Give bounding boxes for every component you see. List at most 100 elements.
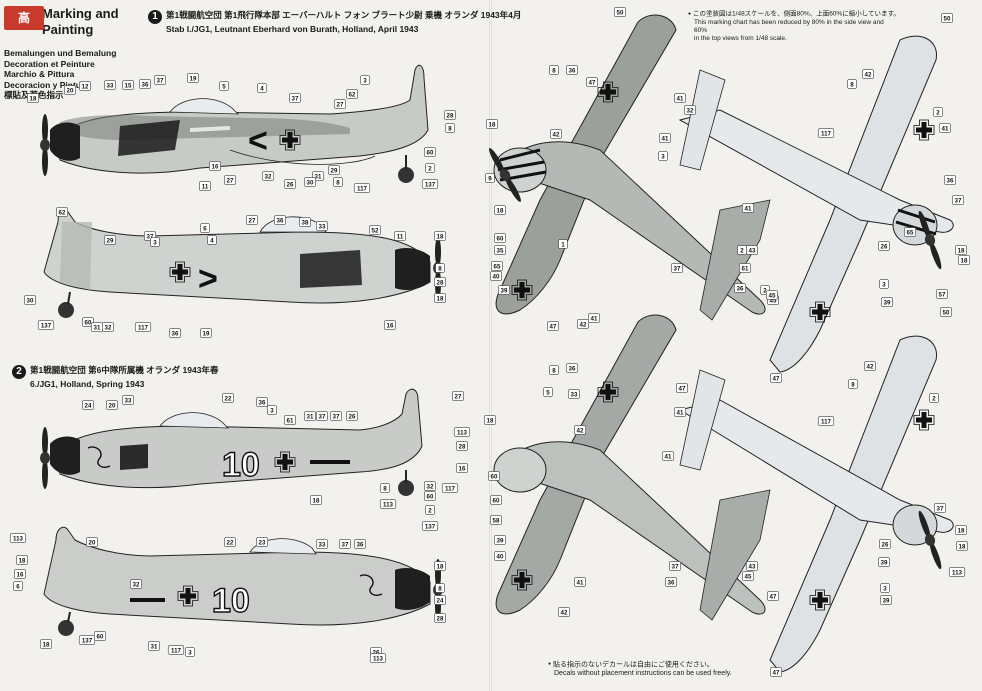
callout-label: 19 <box>190 75 197 82</box>
callout-label: 47 <box>679 385 686 392</box>
callout-a1-3: 33 <box>104 80 116 90</box>
callout-top2-13: 40 <box>494 551 506 561</box>
callout-label: 29 <box>107 237 114 244</box>
callout-top1-15: 39 <box>498 285 510 295</box>
callout-a2-14: 18 <box>434 293 446 303</box>
callout-label: 41 <box>665 453 672 460</box>
callout-label: 19 <box>203 330 210 337</box>
callout-b1-4: 36 <box>256 397 268 407</box>
callout-label: 26 <box>881 243 888 250</box>
callout-a1-23: 26 <box>284 179 296 189</box>
callout-label: 117 <box>171 647 182 654</box>
callout-a2-16: 137 <box>37 320 55 330</box>
callout-top1-5: 32 <box>684 105 696 115</box>
callout-under1-12: 3 <box>879 279 889 289</box>
callout-top2-20: 47 <box>767 591 779 601</box>
callout-under2-4: 2 <box>929 393 939 403</box>
callout-b1-10: 26 <box>346 411 358 421</box>
section-2-number: 2 <box>12 365 26 379</box>
callout-label: 41 <box>677 95 684 102</box>
callout-label: 8 <box>438 585 442 592</box>
callout-a2-5: 27 <box>246 215 258 225</box>
callout-under1-7: 26 <box>878 241 890 251</box>
callout-a2-12: 8 <box>435 263 445 273</box>
callout-top1-13: 35 <box>494 245 506 255</box>
callout-label: 62 <box>59 209 66 216</box>
callout-top2-7: 18 <box>484 415 496 425</box>
callout-a2-19: 32 <box>102 322 114 332</box>
callout-label: 2 <box>428 165 432 172</box>
callout-label: 27 <box>455 393 462 400</box>
callout-label: 29 <box>331 167 338 174</box>
side-view-1b: > <box>43 209 443 318</box>
marking-code-1a: < <box>248 122 268 160</box>
callout-a2-9: 52 <box>369 225 381 235</box>
callout-b2-12: 24 <box>434 595 446 605</box>
callout-label: 50 <box>943 309 950 316</box>
scale-note-jp: この塗装図は1/48スケールを、側面80%、上面60%に縮小しています。 <box>688 10 900 19</box>
callout-a1-13: 3 <box>360 75 370 85</box>
callout-top2-11: 58 <box>490 515 502 525</box>
side-view-1a: < <box>40 64 429 183</box>
callout-top1-4: 41 <box>674 93 686 103</box>
callout-label: 18 <box>489 121 496 128</box>
callout-label: 28 <box>459 443 466 450</box>
callout-b1-14: 16 <box>456 463 468 473</box>
callout-a2-13: 28 <box>434 277 446 287</box>
callout-a1-5: 36 <box>139 79 151 89</box>
callout-a1-14: 28 <box>444 110 456 120</box>
callout-label: 26 <box>287 181 294 188</box>
callout-label: 57 <box>939 291 946 298</box>
callout-label: 18 <box>487 417 494 424</box>
callout-label: 18 <box>437 233 444 240</box>
title-es: Decoracion y Pintura <box>4 79 90 90</box>
callout-label: 113 <box>952 569 963 576</box>
callout-b1-13: 28 <box>456 441 468 451</box>
callout-under1-14: 57 <box>936 289 948 299</box>
callout-label: 9 <box>488 175 492 182</box>
callout-label: 36 <box>142 81 149 88</box>
callout-label: 40 <box>497 553 504 560</box>
callout-a1-11: 27 <box>334 99 346 109</box>
scale-note-en-2: in the top views from 1/48 scale. <box>694 34 787 42</box>
callout-label: 8 <box>383 485 387 492</box>
callout-a2-10: 11 <box>394 231 406 241</box>
callout-label: 36 <box>569 365 576 372</box>
callout-b1-11: 27 <box>452 391 464 401</box>
callout-label: 36 <box>668 579 675 586</box>
callout-top1-10: 9 <box>485 173 495 183</box>
callout-label: 32 <box>427 483 434 490</box>
callout-b2-9: 36 <box>354 539 366 549</box>
callout-a2-11: 18 <box>434 231 446 241</box>
callout-label: 33 <box>107 82 114 89</box>
callout-label: 137 <box>82 637 93 644</box>
callout-label: 47 <box>773 375 780 382</box>
callout-label: 3 <box>188 649 192 656</box>
callout-label: 36 <box>172 330 179 337</box>
callout-label: 22 <box>227 539 234 546</box>
callout-top2-3: 33 <box>568 389 580 399</box>
callout-a1-2: 12 <box>79 81 91 91</box>
callout-top2-4: 47 <box>676 383 688 393</box>
callout-under1-10: 37 <box>952 195 964 205</box>
callout-label: 33 <box>319 541 326 548</box>
callout-b1-12: 113 <box>453 427 471 437</box>
callout-label: 18 <box>437 563 444 570</box>
callout-label: 20 <box>109 402 116 409</box>
callout-top2-10: 60 <box>490 495 502 505</box>
callout-b2-17: 31 <box>148 641 160 651</box>
callout-under1-1: 42 <box>862 69 874 79</box>
callout-label: 8 <box>851 381 855 388</box>
callout-under2-2: 117 <box>817 416 835 426</box>
callout-top2-12: 39 <box>494 535 506 545</box>
callout-label: 60 <box>491 473 498 480</box>
callout-label: 32 <box>105 324 112 331</box>
callout-b1-8: 37 <box>316 411 328 421</box>
title-de: Bemalungen und Bemalung <box>4 48 117 58</box>
callout-top2-19: 43 <box>746 561 758 571</box>
callout-under2-7: 18 <box>956 541 968 551</box>
callout-label: 18 <box>958 527 965 534</box>
callout-label: 45 <box>745 573 752 580</box>
callout-under2-12: 39 <box>880 595 892 605</box>
